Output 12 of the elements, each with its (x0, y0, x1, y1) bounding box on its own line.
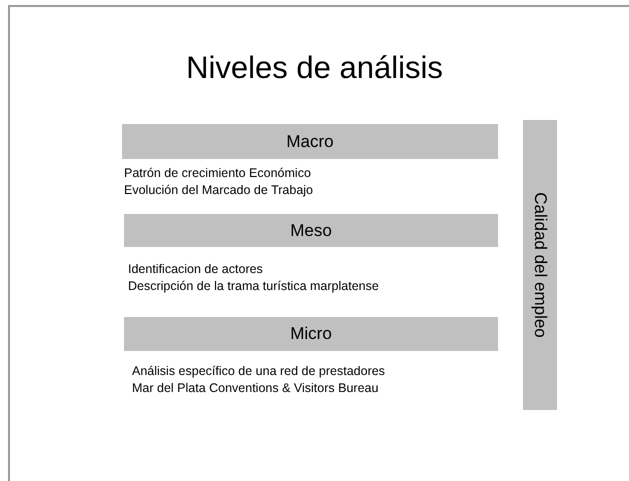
level-band: Macro (122, 124, 498, 159)
level-band: Micro (124, 317, 498, 351)
description-text: Patrón de crecimiento Económico (124, 165, 311, 182)
band-label: Calidad del empleo (530, 192, 550, 338)
description-text: Análisis específico de una red de prestadores (132, 363, 385, 380)
description-text: Evolución del Marcado de Trabajo (124, 182, 314, 199)
level-band: Meso (124, 214, 498, 247)
description-text: Descripción de la trama turística marplatense (128, 278, 379, 295)
slide-title: Niveles de análisis (185, 50, 444, 86)
description-text: Mar del Plata Conventions & Visitors Bureau (132, 380, 378, 397)
description-text: Identificacion de actores (128, 261, 263, 278)
vertical-band (523, 120, 557, 410)
